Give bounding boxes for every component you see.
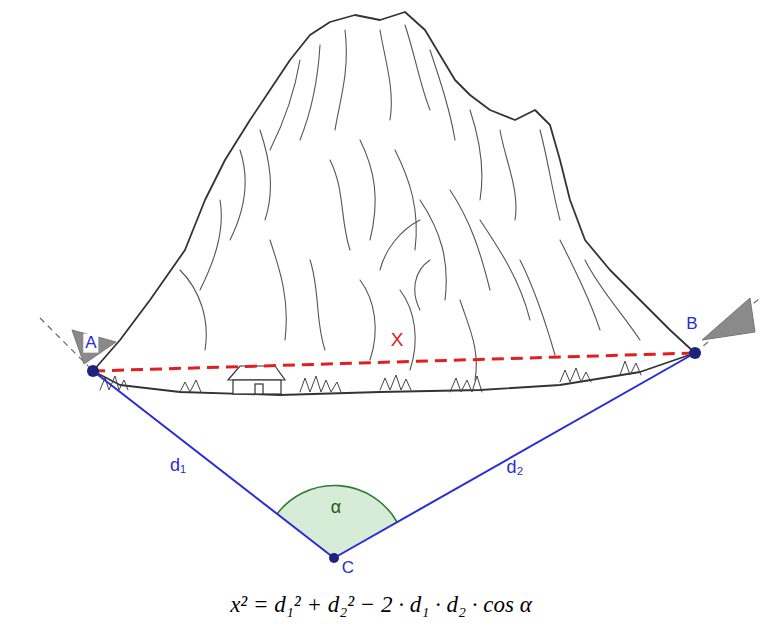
side-d2 bbox=[334, 353, 695, 558]
sight-flags bbox=[40, 298, 760, 371]
point-b bbox=[689, 347, 701, 359]
law-of-cosines-formula: x² = d₁² + d₂² − 2 · d₁ · d₂ · cos α bbox=[228, 592, 534, 617]
point-label: C bbox=[340, 559, 356, 578]
angle-wedge bbox=[277, 486, 397, 558]
angle-arc bbox=[277, 486, 397, 522]
distance-label: X bbox=[389, 330, 406, 351]
point-label: B bbox=[684, 315, 699, 334]
distance-x bbox=[93, 353, 695, 371]
point-label: A bbox=[83, 334, 98, 353]
rock-hatching bbox=[180, 25, 640, 380]
point-c bbox=[329, 553, 339, 563]
house bbox=[228, 366, 285, 394]
mountain-outline bbox=[93, 12, 695, 395]
angle-label: α bbox=[329, 498, 343, 518]
side-label: d₁ bbox=[168, 456, 188, 476]
side-label: d₂ bbox=[505, 458, 526, 478]
point-a bbox=[87, 365, 99, 377]
side-d1 bbox=[93, 371, 334, 558]
vegetation bbox=[100, 361, 641, 392]
